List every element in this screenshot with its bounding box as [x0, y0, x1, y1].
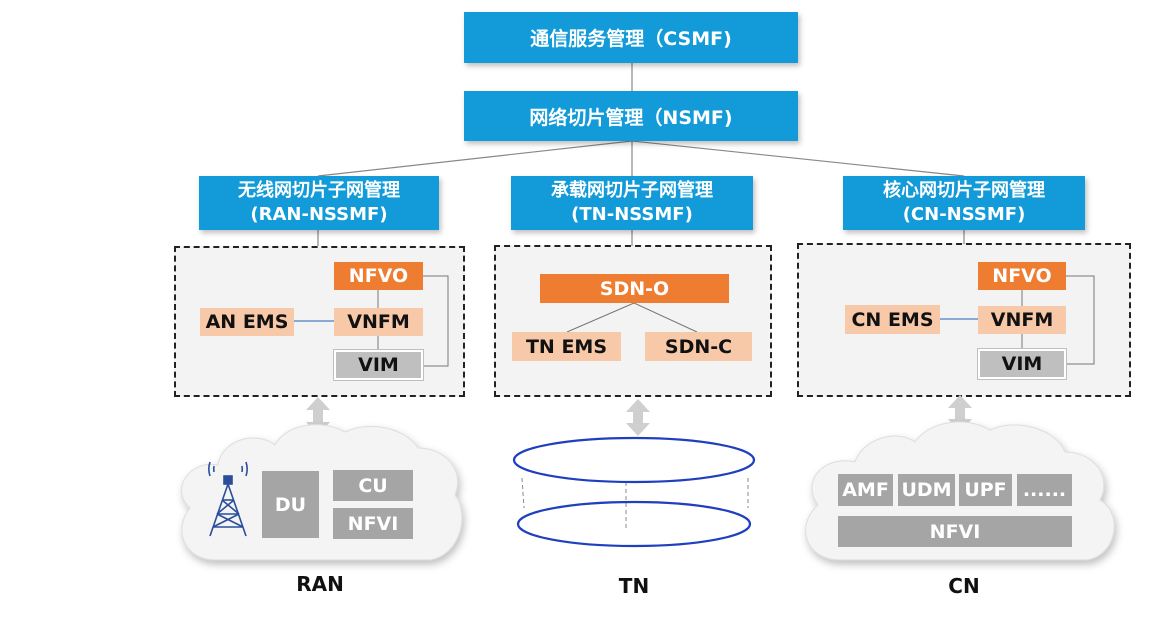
ran-vnfm-label: VNFM [347, 311, 410, 333]
du-label: DU [274, 493, 307, 516]
tn-ems-label: TN EMS [525, 335, 608, 358]
ran-vim-box: VIM [333, 349, 424, 381]
cn-vnfm-label: VNFM [990, 309, 1054, 331]
csmf-box: 通信服务管理（CSMF) [464, 12, 798, 63]
nsmf-ran-line [317, 140, 633, 177]
tn-ems-box: TN EMS [512, 332, 621, 361]
ran-label: RAN [296, 572, 344, 596]
cu-label: CU [358, 474, 388, 497]
tn-nssmf-abbr: (TN-NSSMF) [571, 204, 693, 225]
tn-nssmf-title: 承载网切片子网管理 [551, 180, 713, 201]
ran-nfvi-box: NFVI [333, 508, 413, 539]
cn-nfvo-label: NFVO [992, 265, 1052, 287]
cn-label: CN [948, 574, 980, 598]
more-box: ...... [1017, 474, 1072, 506]
cn-nssmf-title: 核心网切片子网管理 [883, 180, 1045, 201]
cn-nssmf-abbr: (CN-NSSMF) [902, 204, 1026, 225]
sdn-o-box: SDN-O [540, 274, 729, 303]
nsmf-label: 网络切片管理（NSMF) [529, 106, 733, 129]
tower-icon [208, 461, 248, 537]
cn-nfvi-label: NFVI [929, 520, 981, 543]
ran-nfvo-label: NFVO [348, 265, 409, 287]
ran-cloud [181, 424, 463, 561]
ran-vim-label: VIM [358, 354, 399, 376]
sdn-c-box: SDN-C [645, 332, 752, 361]
ran-nfvi-label: NFVI [347, 512, 399, 535]
ran-nfvo-box: NFVO [334, 262, 423, 290]
nsmf-cn-line [631, 140, 965, 177]
tn-nssmf-box: 承载网切片子网管理 (TN-NSSMF) [511, 176, 753, 230]
cn-vim-box: VIM [977, 348, 1067, 380]
tn-rings [512, 436, 756, 548]
udm-box: UDM [898, 474, 955, 506]
tn-label: TN [618, 574, 650, 598]
ran-vnfm-box: VNFM [334, 308, 423, 336]
upf-box: UPF [959, 474, 1012, 506]
udm-label: UDM [901, 479, 952, 501]
tn-double-arrow [626, 399, 650, 436]
ran-nssmf-title: 无线网切片子网管理 [238, 180, 400, 201]
an-ems-box: AN EMS [200, 308, 294, 336]
cu-box: CU [333, 470, 413, 501]
amf-label: AMF [842, 479, 889, 501]
sdn-c-label: SDN-C [664, 335, 733, 358]
cn-ems-box: CN EMS [845, 305, 940, 334]
sdn-o-label: SDN-O [599, 277, 670, 300]
an-ems-label: AN EMS [205, 311, 289, 333]
cn-vnfm-box: VNFM [978, 306, 1066, 334]
more-label: ...... [1022, 479, 1067, 501]
cn-nfvi-box: NFVI [838, 516, 1072, 547]
cn-ems-label: CN EMS [851, 308, 934, 331]
ran-nssmf-abbr: (RAN-NSSMF) [250, 204, 388, 225]
du-box: DU [262, 471, 319, 538]
amf-box: AMF [838, 474, 893, 506]
nsmf-box: 网络切片管理（NSMF) [464, 91, 798, 141]
ran-nssmf-box: 无线网切片子网管理 (RAN-NSSMF) [199, 176, 439, 230]
csmf-label: 通信服务管理（CSMF) [530, 28, 732, 50]
upf-label: UPF [964, 479, 1007, 501]
cn-nssmf-box: 核心网切片子网管理 (CN-NSSMF) [843, 176, 1085, 230]
cn-vim-label: VIM [1001, 353, 1043, 375]
cn-nfvo-box: NFVO [978, 262, 1066, 290]
